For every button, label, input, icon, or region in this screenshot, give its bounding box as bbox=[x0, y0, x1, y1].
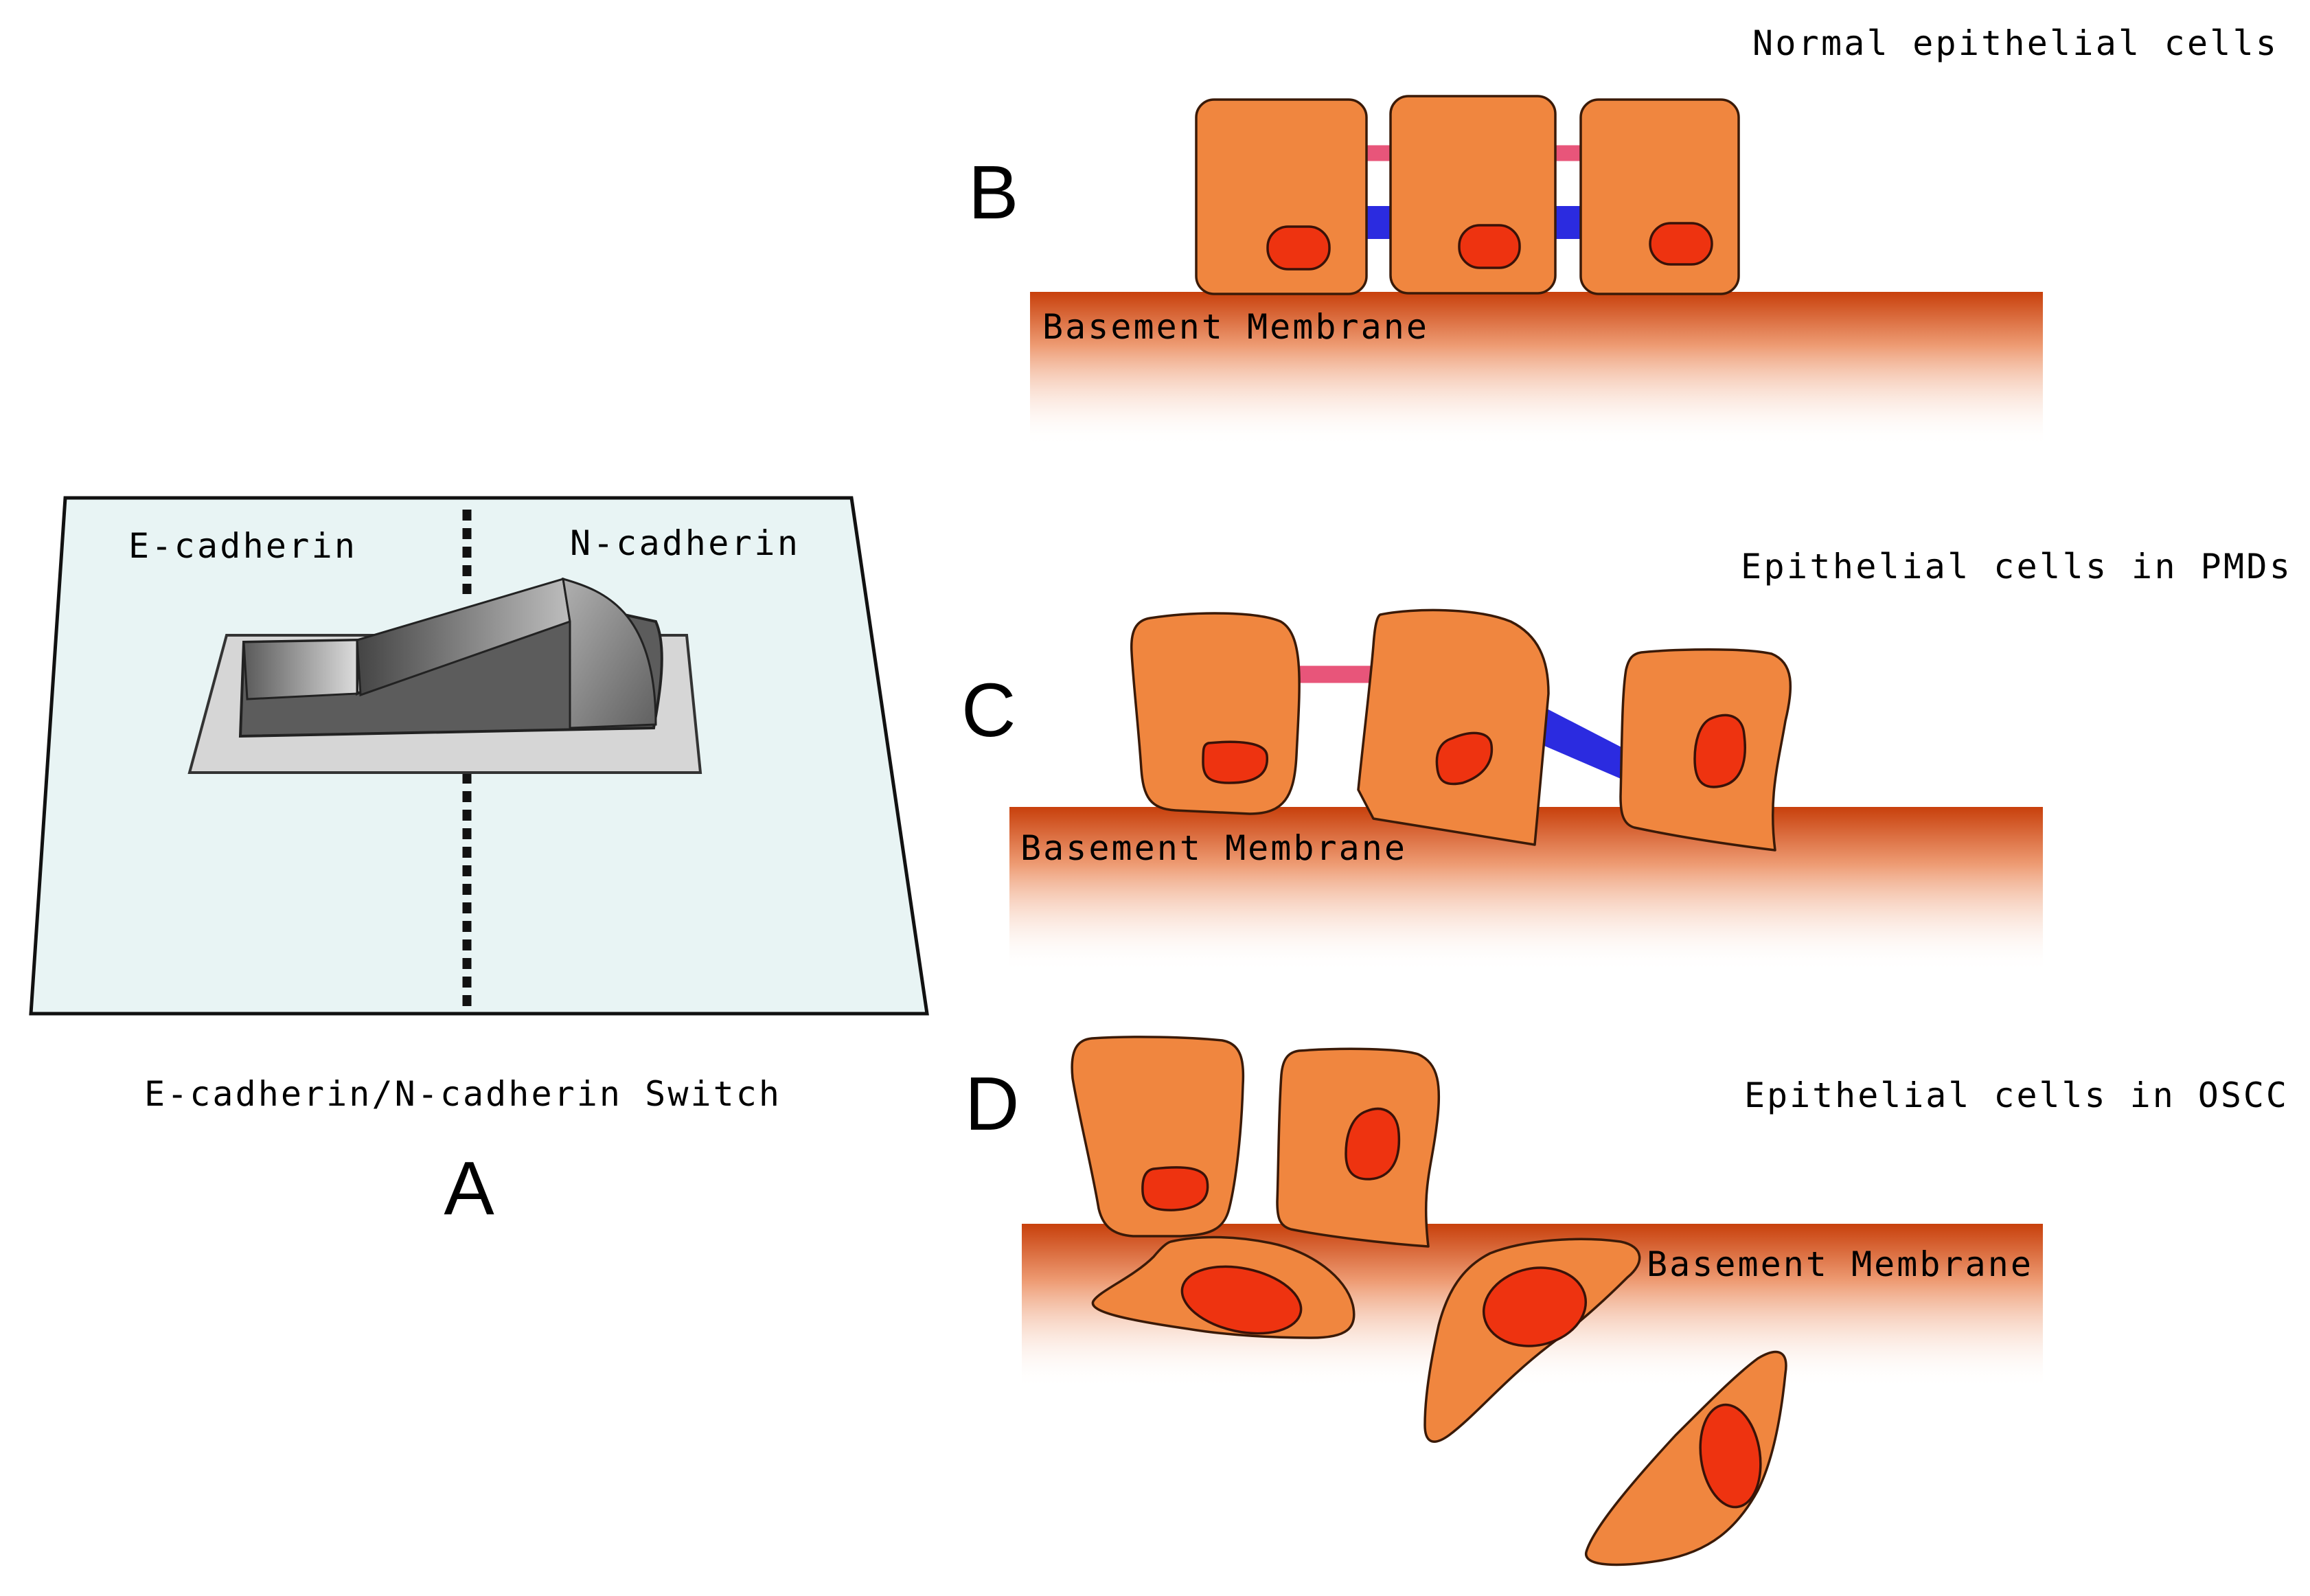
panel-letter-c: C bbox=[961, 668, 1016, 753]
panel-letter-b: B bbox=[968, 150, 1018, 235]
panel-a: E-cadherin N-cadherin E-cadherin/N-cadhe… bbox=[29, 496, 929, 1231]
n-cadherin-junction bbox=[1553, 206, 1584, 239]
panel-letter-d: D bbox=[965, 1062, 1019, 1146]
panel-d: Epithelial cells in OSCC D Basement Memb… bbox=[965, 1036, 2287, 1566]
n-cadherin-junction bbox=[1363, 206, 1394, 239]
panel-c-title: Epithelial cells in PMDs bbox=[1741, 547, 2290, 586]
cell-nucleus bbox=[1202, 740, 1268, 784]
cell-nucleus bbox=[1180, 1265, 1303, 1335]
cell-nucleus bbox=[1482, 1266, 1588, 1347]
panel-letter-a: A bbox=[444, 1146, 494, 1231]
cell-nucleus bbox=[1699, 1403, 1762, 1509]
basement-membrane-label-b: Basement Membrane bbox=[1042, 307, 1427, 347]
epithelial-cell bbox=[1130, 612, 1301, 815]
cell-nucleus bbox=[1435, 731, 1494, 786]
cell-nucleus bbox=[1649, 222, 1713, 266]
switch-lever-left-face bbox=[242, 639, 358, 700]
cell-nucleus bbox=[1458, 224, 1521, 269]
basement-membrane-b bbox=[1030, 292, 2043, 446]
epithelial-cell bbox=[1579, 98, 1740, 295]
panel-c: Epithelial cells in PMDs C Basement Memb… bbox=[961, 547, 2290, 972]
cell-nucleus bbox=[1693, 714, 1746, 788]
e-cadherin-junction bbox=[1362, 143, 1395, 163]
cell-nucleus bbox=[1141, 1166, 1209, 1211]
panel-d-title: Epithelial cells in OSCC bbox=[1744, 1075, 2287, 1115]
basement-membrane-label-c: Basement Membrane bbox=[1020, 828, 1405, 868]
e-cadherin-junction bbox=[1296, 663, 1378, 685]
n-cadherin-junction bbox=[1535, 706, 1624, 780]
basement-membrane-label-d: Basement Membrane bbox=[1647, 1244, 2031, 1284]
epithelial-cell bbox=[1357, 608, 1550, 846]
cell-nucleus bbox=[1345, 1107, 1401, 1181]
switch-caption: E-cadherin/N-cadherin Switch bbox=[144, 1074, 779, 1114]
switch-lever-end-face bbox=[562, 577, 657, 729]
invading-cell bbox=[1585, 1351, 1787, 1566]
panel-b-title: Normal epithelial cells bbox=[1752, 23, 2276, 63]
panel-b: Normal epithelial cells B Basement Membr… bbox=[968, 23, 2276, 446]
cell-nucleus bbox=[1266, 225, 1331, 271]
